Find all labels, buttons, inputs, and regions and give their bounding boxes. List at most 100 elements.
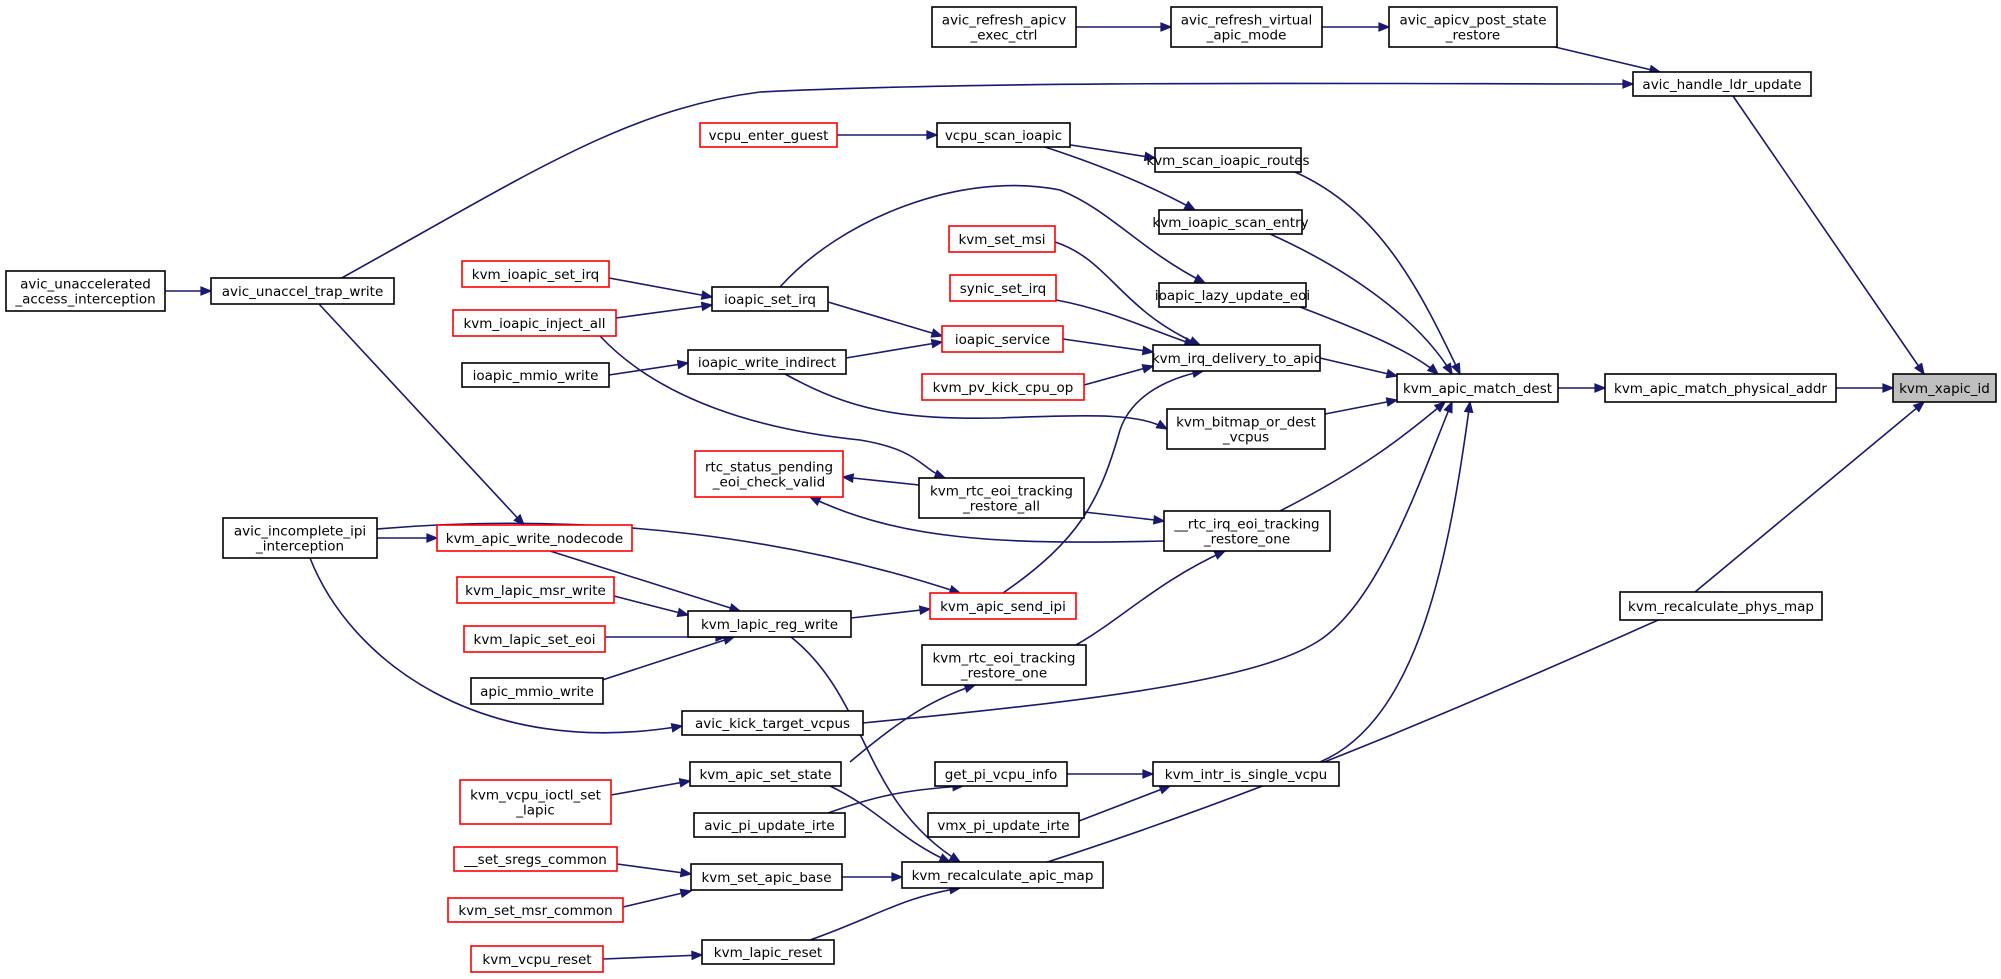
edge-arrowhead (1385, 397, 1399, 407)
node-rtc_status_pending_eoi_check_valid[interactable]: rtc_status_pending_eoi_check_valid (694, 450, 844, 498)
node-box (921, 644, 1087, 686)
edge-arrowhead (1594, 383, 1607, 393)
edge-kvm_vcpu_reset-to-kvm_lapic_reset (602, 950, 704, 961)
node-ioapic_set_irq[interactable]: ioapic_set_irq (711, 286, 829, 312)
node-label: _access_interception (14, 292, 155, 308)
edge-line (615, 304, 713, 319)
node-kvm_scan_ioapic_routes[interactable]: kvm_scan_ioapic_routes (1146, 147, 1310, 173)
edge-kvm_rtc_eoi_tracking_restore_all-to-rtc_status_pending_eoi_check_valid (841, 473, 920, 486)
node-box (690, 863, 843, 891)
edge-arrowhead (1213, 550, 1227, 560)
node-box (453, 846, 618, 872)
node-kvm_vcpu_reset[interactable]: kvm_vcpu_reset (470, 945, 604, 973)
node-kvm_irq_delivery_to_apic[interactable]: kvm_irq_delivery_to_apic (1152, 344, 1321, 372)
node-synic_set_irq[interactable]: synic_set_irq (949, 274, 1057, 302)
node-label: avic_refresh_virtual (1181, 13, 1313, 29)
edge-arrowhead (933, 469, 947, 479)
edge-arrowhead (1142, 769, 1155, 779)
node-kvm_ioapic_inject_all[interactable]: kvm_ioapic_inject_all (452, 309, 617, 337)
edge-kvm_set_msr_common-to-kvm_set_apic_base (622, 888, 693, 908)
node-kvm_set_msr_common[interactable]: kvm_set_msr_common (447, 897, 624, 923)
edge-line (610, 780, 691, 796)
edge-avic_refresh_apicv_exec_ctrl-to-avic_refresh_virtual_apic_mode (1076, 22, 1173, 32)
edge-vcpu_enter_guest-to-vcpu_scan_ioapic (837, 130, 939, 140)
edge-avic_kick_target_vcpus-to-kvm_apic_match_dest (862, 400, 1453, 724)
node-avic_incomplete_ipi_interception[interactable]: avic_incomplete_ipi_interception (222, 517, 378, 559)
node-kvm_apic_match_physical_addr[interactable]: kvm_apic_match_physical_addr (1604, 373, 1837, 403)
node-kvm_rtc_eoi_tracking_restore_one[interactable]: kvm_rtc_eoi_tracking_restore_one (921, 644, 1087, 686)
node-avic_unaccelerated_access_interception[interactable]: avic_unaccelerated_access_interception (5, 270, 166, 312)
node-avic_handle_ldr_update[interactable]: avic_handle_ldr_update (1632, 71, 1812, 97)
node-get_pi_vcpu_info[interactable]: get_pi_vcpu_info (934, 761, 1068, 787)
edge-line (589, 636, 735, 685)
edge-arrowhead (1426, 363, 1440, 376)
node-kvm_recalculate_apic_map[interactable]: kvm_recalculate_apic_map (901, 861, 1104, 889)
node-avic_pi_update_irte[interactable]: avic_pi_update_irte (693, 812, 846, 838)
node-kvm_vcpu_ioctl_set_lapic[interactable]: kvm_vcpu_ioctl_set_lapic (459, 779, 612, 825)
node-avic_refresh_virtual_apic_mode[interactable]: avic_refresh_virtual_apic_mode (1170, 6, 1323, 48)
node-ioapic_service[interactable]: ioapic_service (941, 325, 1064, 353)
node-__rtc_irq_eoi_tracking_restore_one[interactable]: __rtc_irq_eoi_tracking_restore_one (1163, 510, 1331, 552)
node-kvm_set_msi[interactable]: kvm_set_msi (948, 225, 1056, 253)
node-kvm_lapic_reg_write[interactable]: kvm_lapic_reg_write (687, 610, 852, 638)
node-box (456, 576, 615, 604)
node-label: _vcpus (1222, 430, 1269, 446)
node-box (447, 897, 624, 923)
node-label: avic_unaccelerated (20, 277, 151, 293)
node-kvm_lapic_msr_write[interactable]: kvm_lapic_msr_write (456, 576, 615, 604)
node-avic_refresh_apicv_exec_ctrl[interactable]: avic_refresh_apicv_exec_ctrl (931, 6, 1077, 48)
node-kvm_bitmap_or_dest_vcpus[interactable]: kvm_bitmap_or_dest_vcpus (1166, 408, 1326, 450)
edge-__rtc_irq_eoi_tracking_restore_one-to-kvm_apic_match_dest (1279, 400, 1447, 512)
node-kvm_ioapic_scan_entry[interactable]: kvm_ioapic_scan_entry (1152, 209, 1309, 235)
edge-arrowhead (808, 496, 822, 506)
node-kvm_lapic_set_eoi[interactable]: kvm_lapic_set_eoi (463, 625, 606, 653)
node-__set_sregs_common[interactable]: __set_sregs_common (453, 846, 618, 872)
edge-line (1319, 401, 1471, 763)
node-vcpu_enter_guest[interactable]: vcpu_enter_guest (699, 122, 838, 148)
node-box (436, 524, 633, 552)
node-apic_mmio_write[interactable]: apic_mmio_write (470, 677, 604, 705)
node-kvm_intr_is_single_vcpu[interactable]: kvm_intr_is_single_vcpu (1152, 761, 1340, 787)
node-box (699, 122, 838, 148)
node-kvm_apic_send_ipi[interactable]: kvm_apic_send_ipi (929, 592, 1077, 620)
node-avic_apicv_post_state_restore[interactable]: avic_apicv_post_state_restore (1388, 6, 1558, 48)
node-avic_unaccel_trap_write[interactable]: avic_unaccel_trap_write (210, 277, 395, 305)
node-avic_kick_target_vcpus[interactable]: avic_kick_target_vcpus (681, 710, 864, 736)
node-label: avic_kick_target_vcpus (695, 716, 850, 732)
edge-line (1083, 365, 1154, 386)
node-ioapic_write_indirect[interactable]: ioapic_write_indirect (687, 349, 847, 375)
node-box (1158, 209, 1303, 235)
node-kvm_recalculate_phys_map[interactable]: kvm_recalculate_phys_map (1619, 591, 1823, 621)
edge-kvm_scan_ioapic_routes-to-kvm_apic_match_dest (1294, 171, 1461, 376)
edge-line (790, 636, 961, 863)
node-ioapic_mmio_write[interactable]: ioapic_mmio_write (461, 362, 610, 388)
node-kvm_ioapic_set_irq[interactable]: kvm_ioapic_set_irq (461, 260, 610, 288)
node-kvm_lapic_reset[interactable]: kvm_lapic_reset (701, 939, 835, 965)
edge-line (1299, 306, 1439, 375)
node-vmx_pi_update_irte[interactable]: vmx_pi_update_irte (927, 812, 1080, 838)
edges-layer (165, 22, 1926, 961)
node-box (1152, 761, 1340, 787)
edge-line (809, 887, 961, 941)
node-kvm_apic_set_state[interactable]: kvm_apic_set_state (689, 761, 842, 787)
node-kvm_xapic_id[interactable]: kvm_xapic_id (1892, 373, 1997, 403)
node-ioapic_lazy_update_eoi[interactable]: ioapic_lazy_update_eoi (1155, 282, 1310, 308)
node-kvm_pv_kick_cpu_op[interactable]: kvm_pv_kick_cpu_op (921, 373, 1085, 401)
edge-line (1002, 591, 1722, 877)
edge-arrowhead (1152, 514, 1166, 525)
edge-line (1002, 370, 1204, 594)
edge-line (616, 863, 692, 875)
node-label: kvm_lapic_set_eoi (474, 632, 596, 648)
node-label: vmx_pi_update_irte (937, 818, 1069, 834)
node-box (461, 260, 610, 288)
node-kvm_rtc_eoi_tracking_restore_all[interactable]: kvm_rtc_eoi_tracking_restore_all (918, 477, 1085, 519)
node-label: kvm_lapic_reset (714, 945, 822, 961)
node-label: __set_sregs_common (463, 852, 607, 868)
node-kvm_apic_write_nodecode[interactable]: kvm_apic_write_nodecode (436, 524, 633, 552)
edge-avic_pi_update_irte-to-get_pi_vcpu_info (827, 781, 965, 814)
node-kvm_set_apic_base[interactable]: kvm_set_apic_base (690, 863, 843, 891)
node-kvm_apic_match_dest[interactable]: kvm_apic_match_dest (1396, 373, 1559, 403)
node-vcpu_scan_ioapic[interactable]: vcpu_scan_ioapic (936, 122, 1071, 148)
node-box (1632, 71, 1812, 97)
node-label: _apic_mode (1206, 28, 1287, 44)
